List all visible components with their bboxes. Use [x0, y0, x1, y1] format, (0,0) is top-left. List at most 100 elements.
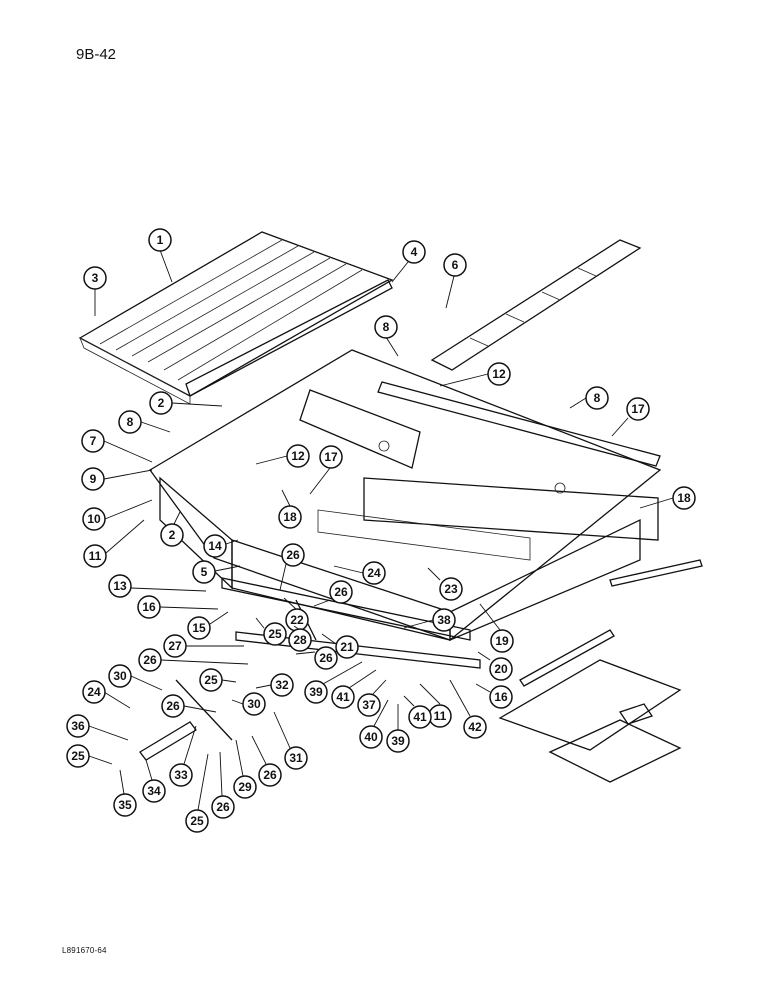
callout-18-mid: 18	[278, 489, 302, 529]
svg-text:25: 25	[204, 673, 218, 687]
callout-41-a: 41	[331, 669, 377, 709]
callout-25-c: 25	[66, 744, 113, 768]
svg-text:8: 8	[594, 391, 601, 405]
svg-text:28: 28	[293, 633, 307, 647]
svg-text:39: 39	[391, 734, 405, 748]
svg-text:42: 42	[468, 720, 482, 734]
svg-text:26: 26	[216, 800, 230, 814]
callout-22: 22	[283, 597, 309, 632]
svg-text:12: 12	[291, 449, 305, 463]
svg-text:26: 26	[286, 548, 300, 562]
callout-4: 4	[391, 240, 426, 283]
svg-text:34: 34	[147, 784, 161, 798]
cover-strip	[430, 239, 642, 371]
callout-3: 3	[83, 266, 107, 316]
svg-text:39: 39	[309, 685, 323, 699]
svg-text:6: 6	[452, 258, 459, 272]
callout-26-g: 26	[211, 751, 235, 819]
callout-17-mid: 17	[309, 445, 343, 495]
svg-text:18: 18	[677, 491, 691, 505]
svg-text:25: 25	[71, 749, 85, 763]
svg-text:14: 14	[208, 539, 222, 553]
svg-text:37: 37	[362, 698, 376, 712]
svg-text:3: 3	[92, 271, 99, 285]
svg-text:26: 26	[334, 585, 348, 599]
reference-code: L891670-64	[62, 946, 107, 955]
callout-11-left: 11	[83, 519, 145, 568]
shaft-assembly	[139, 577, 481, 761]
callout-37: 37	[357, 679, 387, 717]
callout-39-a: 39	[304, 661, 363, 704]
callout-24-mid: 24	[333, 561, 386, 585]
svg-text:31: 31	[289, 751, 303, 765]
callout-26-d: 26	[295, 646, 338, 670]
svg-text:32: 32	[275, 678, 289, 692]
svg-text:5: 5	[201, 565, 208, 579]
callout-13: 13	[108, 574, 207, 598]
callout-12-mid: 12	[255, 444, 310, 468]
page-number: 9B-42	[76, 46, 117, 63]
svg-text:15: 15	[192, 621, 206, 635]
upper-strip	[377, 381, 661, 467]
callout-26-c: 26	[138, 648, 249, 672]
callout-35: 35	[113, 769, 137, 817]
callout-2-mid: 2	[160, 511, 184, 547]
callout-23: 23	[427, 567, 463, 601]
callout-8-top: 8	[374, 315, 399, 357]
callout-42: 42	[449, 679, 487, 739]
svg-text:16: 16	[494, 690, 508, 704]
svg-text:17: 17	[324, 450, 338, 464]
callout-36: 36	[66, 714, 129, 741]
svg-text:38: 38	[437, 613, 451, 627]
callout-14: 14	[203, 534, 239, 558]
callout-19: 19	[479, 603, 514, 653]
callout-7: 7	[81, 429, 153, 463]
callout-30-left: 30	[108, 664, 163, 691]
callout-16-left: 16	[137, 595, 219, 619]
callout-1: 1	[148, 228, 173, 283]
svg-text:33: 33	[174, 768, 188, 782]
callout-2-top: 2	[149, 391, 223, 415]
svg-text:4: 4	[411, 245, 418, 259]
hopper-body	[149, 349, 662, 641]
svg-text:21: 21	[340, 640, 354, 654]
svg-text:19: 19	[495, 634, 509, 648]
lower-plates	[498, 559, 703, 783]
svg-text:26: 26	[166, 699, 180, 713]
svg-text:26: 26	[143, 653, 157, 667]
side-rail	[185, 279, 393, 397]
svg-text:27: 27	[168, 639, 182, 653]
svg-text:30: 30	[113, 669, 127, 683]
svg-text:8: 8	[127, 415, 134, 429]
callout-33: 33	[169, 725, 197, 787]
svg-text:12: 12	[492, 367, 506, 381]
callout-24-left: 24	[82, 680, 131, 709]
callout-32: 32	[255, 673, 294, 697]
svg-text:40: 40	[364, 730, 378, 744]
callout-5: 5	[192, 560, 241, 584]
callout-26-a: 26	[279, 543, 305, 591]
callout-11-right: 11	[419, 683, 452, 728]
svg-text:26: 26	[319, 651, 333, 665]
callout-16-right: 16	[475, 683, 513, 709]
svg-text:24: 24	[87, 685, 101, 699]
svg-text:13: 13	[113, 579, 127, 593]
callout-30-mid: 30	[231, 692, 266, 716]
callout-34: 34	[142, 759, 166, 803]
svg-text:9: 9	[90, 472, 97, 486]
svg-text:2: 2	[158, 396, 165, 410]
svg-text:25: 25	[190, 814, 204, 828]
callout-39-b: 39	[386, 704, 410, 753]
floor-panel	[78, 231, 394, 405]
svg-text:41: 41	[413, 710, 427, 724]
callout-15: 15	[187, 611, 229, 640]
callout-6: 6	[443, 253, 467, 309]
svg-text:11: 11	[434, 709, 447, 723]
callout-18-right: 18	[639, 486, 696, 510]
callout-38: 38	[403, 608, 456, 632]
svg-text:30: 30	[247, 697, 261, 711]
svg-text:29: 29	[238, 780, 252, 794]
svg-text:11: 11	[89, 549, 102, 563]
callout-31: 31	[273, 711, 308, 770]
